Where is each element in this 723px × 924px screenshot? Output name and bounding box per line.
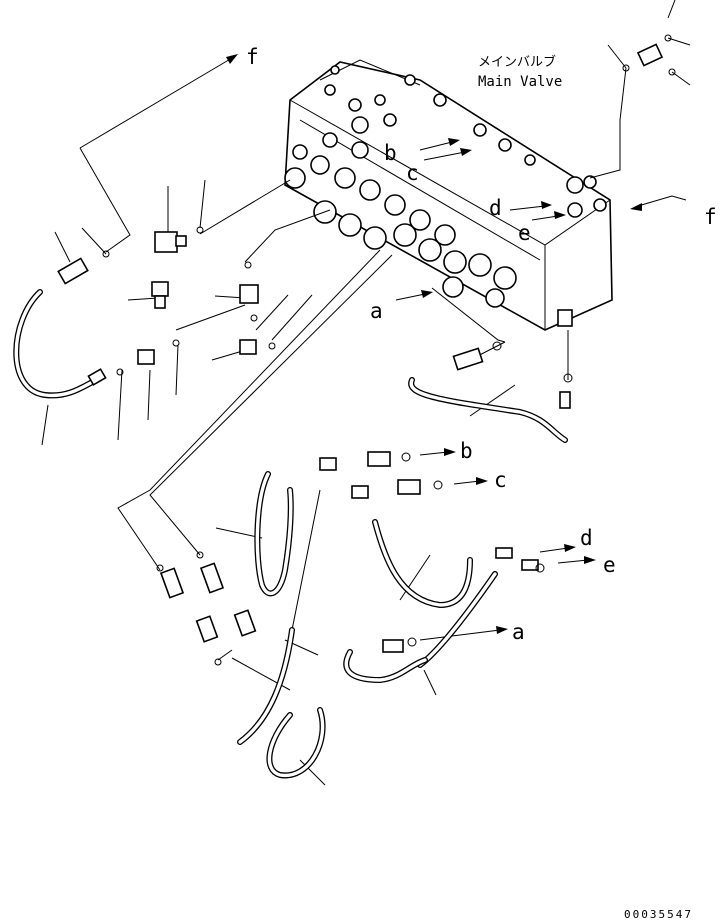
label-c-valve: c	[406, 161, 419, 185]
part-code: 00035547	[624, 908, 693, 921]
spool-caps	[284, 132, 517, 308]
fittings	[57, 43, 664, 653]
label-e-valve: e	[518, 221, 531, 245]
hoses	[13, 289, 568, 779]
label-d-hose: d	[580, 526, 593, 550]
label-d-valve: d	[489, 196, 502, 220]
main-valve-label-en: Main Valve	[478, 74, 562, 90]
main-valve-label-jp: メインバルブ	[478, 54, 556, 70]
label-a-hose: a	[512, 620, 525, 644]
label-f-right: f	[704, 205, 717, 229]
label-c-hose: c	[494, 468, 507, 492]
label-b-hose: b	[460, 439, 473, 463]
o-rings	[102, 34, 676, 666]
main-valve	[284, 59, 613, 331]
connection-arrows	[79, 54, 687, 641]
label-e-hose: e	[603, 553, 616, 577]
label-f-top: f	[246, 45, 259, 69]
label-a-valve: a	[370, 299, 383, 323]
label-b-valve: b	[384, 141, 397, 165]
leader-lines	[41, 0, 691, 786]
